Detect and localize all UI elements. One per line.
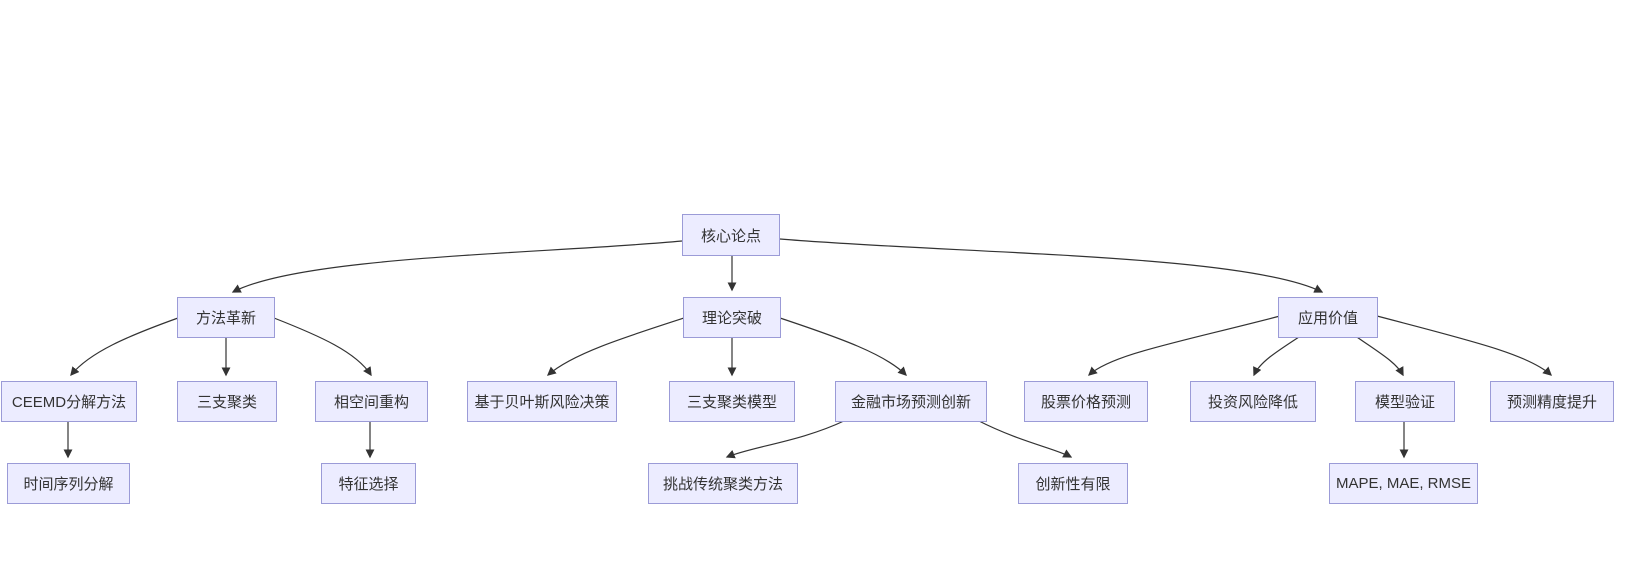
node-feature-selection: 特征选择 [321, 463, 416, 504]
node-model-validation: 模型验证 [1355, 381, 1455, 422]
edge-application-to-validation [1353, 334, 1404, 377]
edge-method-to-ceemd [70, 317, 179, 377]
edge-application-to-risk [1253, 334, 1303, 377]
node-bayesian-risk: 基于贝叶斯风险决策 [467, 381, 617, 422]
node-three-way-cluster: 三支聚类 [177, 381, 277, 422]
node-phase-space: 相空间重构 [315, 381, 428, 422]
node-time-series: 时间序列分解 [7, 463, 130, 504]
edge-application-to-accuracy [1376, 315, 1552, 376]
node-core-thesis: 核心论点 [682, 214, 780, 256]
edge-core-to-application [779, 238, 1324, 293]
edge-method-to-phasespace [273, 317, 372, 377]
edge-financial-to-limited [976, 419, 1073, 458]
node-theory-breakthrough: 理论突破 [683, 297, 781, 338]
node-method-innovation: 方法革新 [177, 297, 275, 338]
node-challenge-cluster: 挑战传统聚类方法 [648, 463, 798, 504]
edge-application-to-stock [1088, 315, 1281, 376]
edge-theory-to-financial [779, 317, 907, 376]
node-investment-risk: 投资风险降低 [1190, 381, 1316, 422]
node-stock-price: 股票价格预测 [1024, 381, 1148, 422]
node-application-value: 应用价值 [1278, 297, 1378, 338]
node-ceemd: CEEMD分解方法 [1, 381, 137, 422]
edge-theory-to-bayesian [546, 317, 685, 376]
edge-core-to-method [231, 240, 683, 293]
node-forecast-accuracy: 预测精度提升 [1490, 381, 1614, 422]
node-limited-novelty: 创新性有限 [1018, 463, 1128, 504]
node-metrics: MAPE, MAE, RMSE [1329, 463, 1478, 504]
node-three-way-model: 三支聚类模型 [669, 381, 795, 422]
edge-financial-to-challenge [725, 419, 847, 459]
node-financial-forecast: 金融市场预测创新 [835, 381, 987, 422]
